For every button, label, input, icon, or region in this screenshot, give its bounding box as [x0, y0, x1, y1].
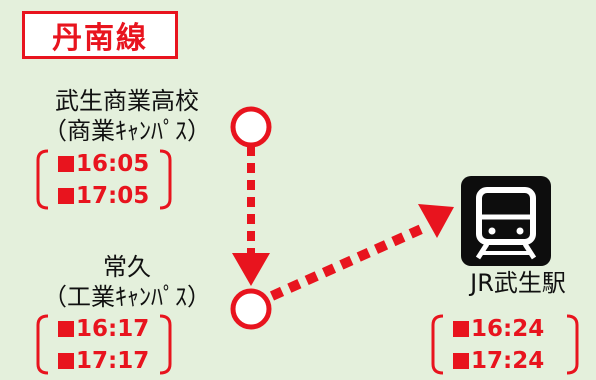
left-bracket	[36, 149, 49, 210]
right-bracket	[159, 149, 172, 210]
bracket-group-station	[431, 314, 579, 375]
arrival-time: 17:24	[471, 348, 545, 374]
departure-time: 17:05	[76, 183, 150, 209]
square-icon	[58, 321, 74, 337]
time-row: 16:24	[453, 313, 544, 345]
time-row: 17:05	[58, 180, 149, 212]
stop-name-commercial-main: 武生商業高校	[55, 87, 199, 115]
timetable-station: 16:24 17:24	[453, 313, 544, 377]
stop-name-tsunehisa-main: 常久	[103, 253, 151, 281]
stop-name-station-main: JR武生駅	[470, 269, 566, 297]
timetable-commercial: 16:05 17:05	[58, 148, 149, 212]
square-icon	[58, 353, 74, 369]
left-bracket	[431, 314, 444, 375]
bracket-group-tsunehisa	[36, 314, 172, 375]
train-icon	[461, 176, 551, 266]
time-row: 16:05	[58, 148, 149, 180]
stop-name-station: JR武生駅	[448, 268, 588, 298]
stop-name-tsunehisa: 常久 （工業ｷｬﾝﾊﾟｽ）	[12, 252, 242, 312]
square-icon	[58, 156, 74, 172]
stop-name-tsunehisa-sub: （工業ｷｬﾝﾊﾟｽ）	[43, 283, 211, 311]
right-bracket	[566, 314, 579, 375]
departure-time: 17:17	[76, 348, 150, 374]
departure-time: 16:17	[76, 316, 150, 342]
arrival-time: 16:24	[471, 316, 545, 342]
arrow-right-icon	[418, 204, 454, 238]
route-connector-diagonal	[269, 221, 431, 301]
departure-time: 16:05	[76, 151, 150, 177]
timetable-tsunehisa: 16:17 17:17	[58, 313, 149, 377]
square-icon	[453, 321, 469, 337]
time-row: 17:17	[58, 345, 149, 377]
route-title: 丹南線	[22, 11, 178, 59]
square-icon	[453, 353, 469, 369]
left-bracket	[36, 314, 49, 375]
time-row: 16:17	[58, 313, 149, 345]
stop-marker-tsunehisa	[230, 288, 272, 330]
right-bracket	[159, 314, 172, 375]
stop-name-commercial: 武生商業高校 （商業ｷｬﾝﾊﾟｽ）	[12, 86, 242, 146]
stop-name-commercial-sub: （商業ｷｬﾝﾊﾟｽ）	[43, 117, 211, 145]
square-icon	[58, 188, 74, 204]
bracket-group-commercial	[36, 149, 172, 210]
route-title-text: 丹南線	[52, 21, 148, 56]
stop-marker-commercial	[230, 106, 272, 148]
time-row: 17:24	[453, 345, 544, 377]
arrow-down-icon	[232, 253, 270, 286]
